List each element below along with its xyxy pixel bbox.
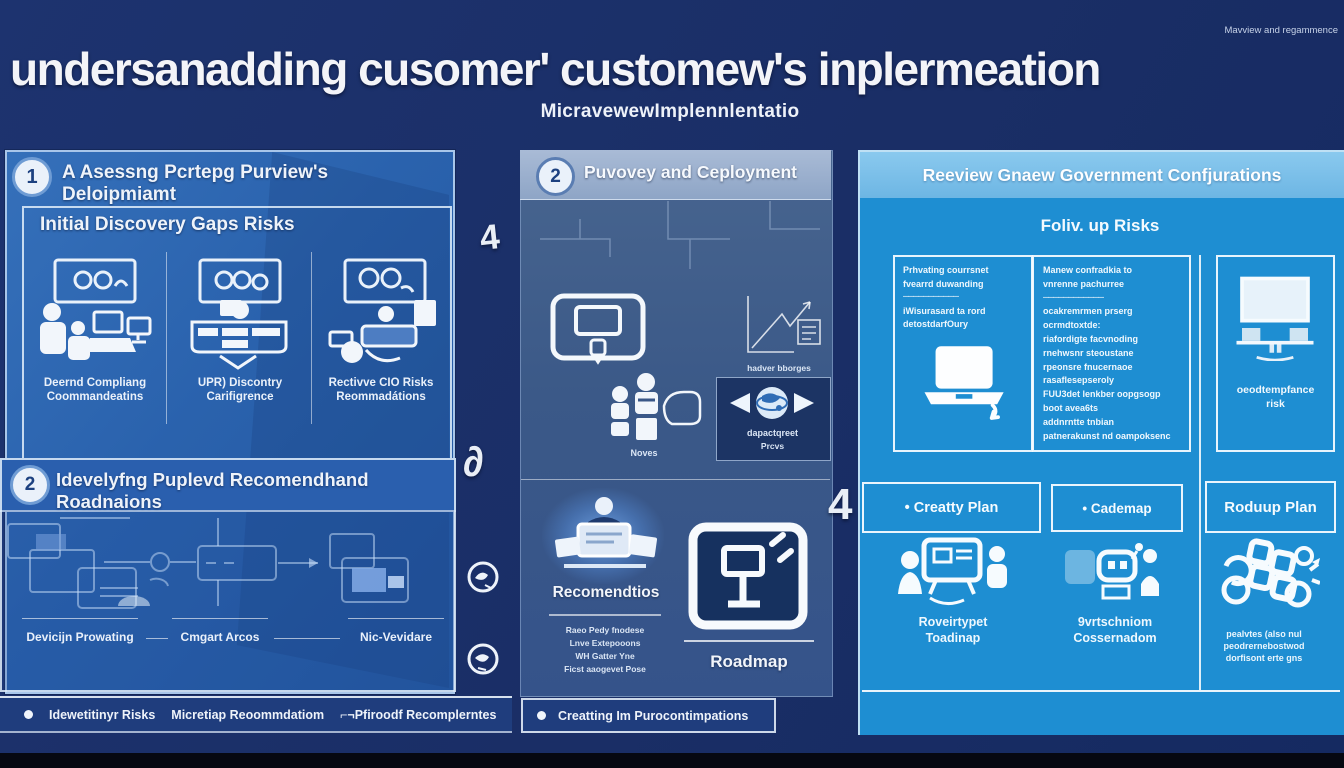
panel2-footer-bar: Creatting Im Purocontimpations xyxy=(521,698,776,733)
globe-fish-icon xyxy=(730,387,814,419)
roadmap-sign-monitor-icon xyxy=(688,522,808,630)
flow-diagram-sketch-icon xyxy=(7,517,409,609)
top-right-note: Mavview and regammence xyxy=(1224,25,1338,36)
recommendations-label: Recomendtios xyxy=(552,584,660,601)
item-label: Rectivve CIO Risks Reommadátions xyxy=(328,377,434,403)
divider xyxy=(311,252,312,424)
globe-box-label: dapactqreet xyxy=(746,428,799,438)
step-connector xyxy=(146,638,168,639)
tab-cademap: • Cademap xyxy=(1051,484,1183,532)
panel3-subtitle: Foliv. up Risks xyxy=(1040,216,1160,235)
divider xyxy=(166,252,167,424)
card2-label: 9vrtschniom Cossernadom xyxy=(1073,615,1157,645)
note-box-2-text: Manew confradkia to vnrenne pachurree ——… xyxy=(1043,265,1171,441)
people-frame-icon xyxy=(343,258,427,304)
flow-step-3: Nic-Vevidare xyxy=(359,630,433,644)
note-box-1-text: Prhvating courrsnet fvearrd duwanding ——… xyxy=(903,265,989,330)
footer-item: Idewetitinyr Risks xyxy=(49,707,156,722)
laptop-icon xyxy=(924,346,1004,420)
tab-roduup-plan: Roduup Plan xyxy=(1205,481,1336,533)
panel1-title: A Asessng Pcrtepg Purview's Deloipmiamt xyxy=(62,162,329,205)
panel-assessment xyxy=(5,150,455,694)
advisor-desk-icon xyxy=(554,497,658,568)
people-caption: Noves xyxy=(630,448,658,458)
footer-item: Micretiap Reoommdatiom xyxy=(171,707,325,722)
note-box-3: oeodtempfance risk xyxy=(1216,255,1335,452)
margin-number-four: 4 xyxy=(477,217,502,258)
step-rule xyxy=(172,618,268,619)
people-group-icon xyxy=(611,373,702,440)
desk-review-scene-icon xyxy=(190,300,288,370)
blueprint-lines xyxy=(540,201,820,269)
flow-step-1: Devicijn Prowating xyxy=(26,630,134,644)
panel3-vertical-divider xyxy=(1199,255,1201,690)
tablet-device-icon xyxy=(550,293,646,365)
panel1-footer-bar: Idewetitinyr Risks Micretiap Reoommdatio… xyxy=(0,696,512,733)
item-label: UPR) Discontry Carifigrence xyxy=(197,377,283,403)
roadmap-section-band xyxy=(0,458,456,512)
panel1-number-badge: 1 xyxy=(12,157,52,197)
footer-item: Creatting Im Purocontimpations xyxy=(558,708,749,723)
panel-review-configurations xyxy=(858,150,1344,735)
roadmap-rule xyxy=(684,640,814,642)
page-title: undersanadding cusomer' customew's inple… xyxy=(10,43,1101,95)
panel3-header: Reeview Gnaew Government Confjurations xyxy=(860,152,1344,198)
panel3-title: Reeview Gnaew Government Confjurations xyxy=(922,164,1282,185)
monitor-desk-icon xyxy=(1236,276,1314,361)
panel2-divider xyxy=(521,479,830,480)
monitor-box-label: oeodtempfance risk xyxy=(1236,384,1315,410)
globe-badge-icon xyxy=(467,561,499,593)
note-box-2: Manew confradkia to vnrenne pachurree ——… xyxy=(1032,255,1191,452)
panel2-title: Puvovey and Ceployment xyxy=(584,162,797,182)
footer-item: ⌐¬Pfiroodf Recomplerntes xyxy=(340,707,497,722)
globe-box-sublabel: Prcvs xyxy=(760,441,785,451)
roadmap-section-title: Idevelyfng Puplevd Recomendhand Roadnaio… xyxy=(56,469,369,512)
flow-step-2: Cmgart Arcos xyxy=(180,630,260,644)
recommendation-notes: Raeo Pedy fnodese Lnve Extepooons WH Gat… xyxy=(564,625,646,674)
step-rule xyxy=(348,618,444,619)
bullet-icon xyxy=(24,710,33,719)
globe-badge-icon xyxy=(467,643,499,675)
puzzle-cluster-icon xyxy=(1221,538,1320,608)
chart-caption: hadver bborges xyxy=(747,363,811,373)
step-connector xyxy=(274,638,340,639)
team-whiteboard-icon xyxy=(898,537,1007,605)
workstation-scene-icon xyxy=(328,300,436,363)
margin-curl-glyph: ∂ xyxy=(463,438,484,485)
panel1-section2-badge: 2 xyxy=(10,465,50,505)
meeting-scene-icon xyxy=(40,303,152,360)
people-frame-icon xyxy=(53,258,137,304)
discovery-heading: Initial Discovery Gaps Risks xyxy=(40,214,295,235)
page-subtitle: MicravewewImplennlentatio xyxy=(540,101,800,122)
card1-label: Roveirtypet Toadinap xyxy=(918,615,988,645)
roadmap-label: Roadmap xyxy=(710,652,788,671)
bottom-black-strip xyxy=(0,753,1344,768)
robot-assistant-icon xyxy=(1065,543,1159,600)
note-box-1: Prhvating courrsnet fvearrd duwanding ——… xyxy=(893,255,1033,452)
item-label: Deernd Compliang Coommandeatins xyxy=(43,377,147,403)
card3-label: pealvtes (also nul peodrernebostwod dorf… xyxy=(1223,629,1305,663)
recommendations-rule xyxy=(549,614,661,616)
panel2-number-badge: 2 xyxy=(536,157,575,196)
margin-number-four-large: 4 xyxy=(828,480,853,529)
step-rule xyxy=(22,618,138,619)
tab-creatty-plan: • Creatty Plan xyxy=(862,482,1041,533)
panel3-bottom-rule xyxy=(862,690,1340,692)
bullet-icon xyxy=(537,711,546,720)
line-chart-sketch-icon xyxy=(747,296,821,353)
